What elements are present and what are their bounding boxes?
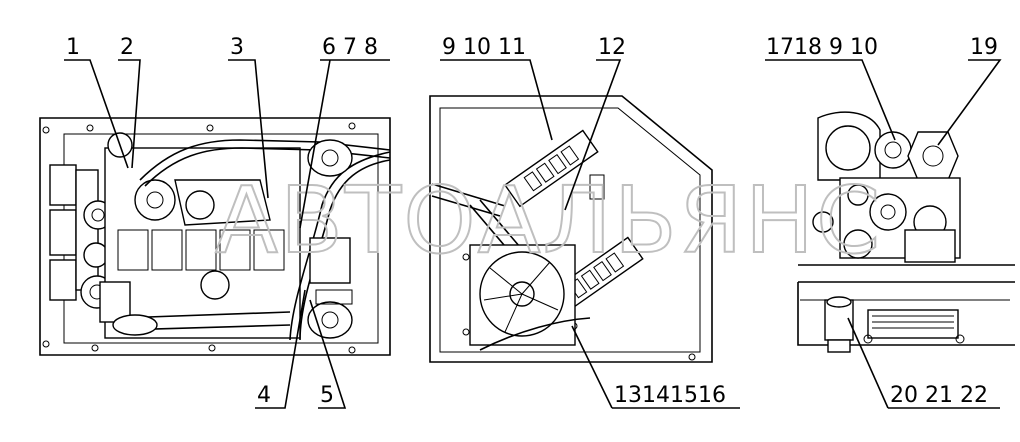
cooling-unit-view [429, 95, 713, 363]
label-3: 3 [230, 35, 244, 60]
label-1: 1 [66, 35, 80, 60]
label-5: 5 [320, 383, 334, 408]
label-2: 2 [120, 35, 134, 60]
label-13-14-15-16: 13141516 [614, 383, 726, 408]
callout-labels: 1 2 3 6 7 8 4 5 9 10 11 12 13141516 1718… [66, 35, 998, 408]
label-6-7-8: 6 7 8 [322, 35, 378, 60]
label-12: 12 [598, 35, 626, 60]
leaders [64, 59, 1002, 409]
label-20-21-22: 20 21 22 [890, 383, 988, 408]
watermark-text: АВТОАЛЬЯНС [215, 167, 882, 274]
label-4: 4 [257, 383, 271, 408]
label-17-18-9-10: 1718 9 10 [766, 35, 878, 60]
tank-side-view [797, 281, 1015, 353]
label-19: 19 [970, 35, 998, 60]
engine-top-view [39, 117, 391, 356]
engine-front-view [798, 111, 1015, 266]
label-9-10-11: 9 10 11 [442, 35, 526, 60]
